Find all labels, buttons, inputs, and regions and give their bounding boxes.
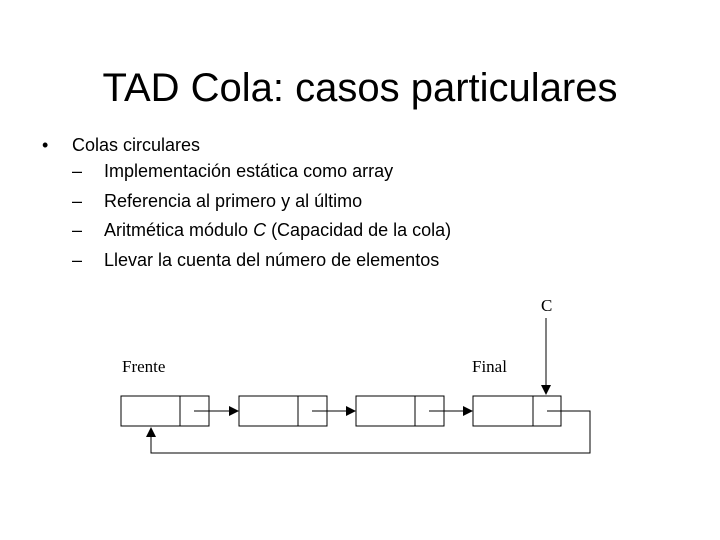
sub-item-cuenta: – Llevar la cuenta del número de element… [38, 248, 678, 278]
node-box [472, 395, 562, 427]
label-frente: Frente [122, 357, 165, 376]
label-final: Final [472, 357, 507, 376]
sub-item-text: Implementación estática como array [104, 161, 394, 181]
label-c: C [541, 296, 552, 315]
bullet-text: Colas circulares [72, 135, 201, 155]
bullet-item-colas-circulares: • Colas circulares [38, 133, 678, 159]
sub-dash: – [72, 249, 83, 270]
circular-link-arrow [146, 410, 591, 454]
sub-item-text: Referencia al primero y al último [104, 190, 363, 211]
sub-item-aritmetica: – Aritmética módulo C (Capacidad de la c… [38, 218, 678, 248]
sub-item-text-start: Aritmética módulo [104, 220, 254, 240]
sub-item-text-end: (Capacidad de la cola) [266, 220, 452, 240]
sub-dash: – [72, 190, 83, 211]
sub-dash: – [72, 220, 83, 240]
sub-item-implementacion: – Implementación estática como array [38, 159, 678, 189]
slide-title: TAD Cola: casos particulares [102, 66, 618, 110]
bullet-list: • Colas circulares – Implementación está… [38, 133, 678, 277]
bullet-dot: • [42, 135, 49, 155]
queue-node [472, 395, 562, 427]
sub-item-text: Llevar la cuenta del número de elementos [104, 249, 440, 270]
capacity-symbol: C [253, 220, 267, 240]
sub-dash: – [72, 161, 83, 181]
sub-item-referencia: – Referencia al primero y al último [38, 189, 678, 219]
